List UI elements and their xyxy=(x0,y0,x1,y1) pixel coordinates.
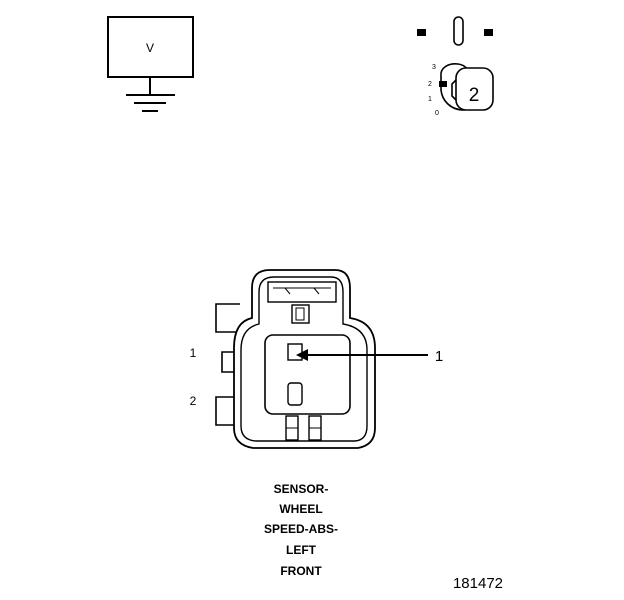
ground-icon xyxy=(126,77,175,112)
ignition-position-3: 3 xyxy=(432,64,436,71)
ignition-indicator-right-icon xyxy=(484,29,493,36)
ignition-position-2: 2 xyxy=(428,81,432,88)
connector-pin-label-2: 2 xyxy=(190,394,197,408)
ignition-key-icon: 2 xyxy=(439,63,494,111)
callout-arrow xyxy=(296,349,428,361)
connector-face xyxy=(215,269,376,449)
figure-id: 181472 xyxy=(453,575,503,592)
ignition-indicator-left-icon xyxy=(417,29,426,36)
ignition-switch: 3 2 1 0 2 xyxy=(417,16,494,117)
ignition-position-0: 0 xyxy=(435,110,439,117)
caption-line: FRONT xyxy=(280,564,322,578)
connector-caption: SENSOR- WHEEL SPEED-ABS- LEFT FRONT xyxy=(264,482,338,578)
caption-line: SENSOR- xyxy=(274,482,329,496)
caption-line: LEFT xyxy=(286,543,317,557)
ignition-key-position: 2 xyxy=(469,85,480,106)
voltmeter-symbol: V xyxy=(107,16,194,112)
key-slot-icon xyxy=(453,16,464,46)
voltmeter-label: V xyxy=(146,41,154,55)
callout-label: 1 xyxy=(435,348,443,365)
caption-line: SPEED-ABS- xyxy=(264,522,338,536)
pin-cavity-1 xyxy=(287,343,303,361)
ignition-position-1: 1 xyxy=(428,96,432,103)
caption-line: WHEEL xyxy=(279,502,322,516)
pin-cavity-2 xyxy=(287,382,303,406)
connector-pin-label-1: 1 xyxy=(190,346,197,360)
